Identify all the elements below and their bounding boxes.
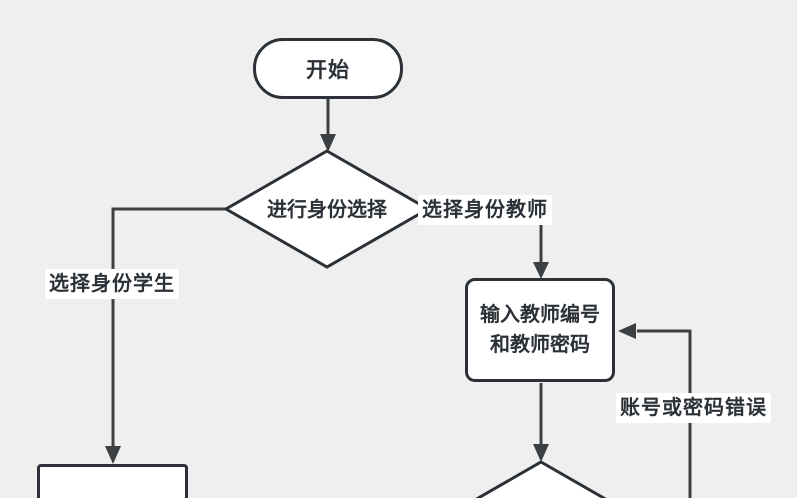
edge-label-error-loop: 账号或密码错误 — [616, 393, 771, 423]
node-student-box — [37, 464, 188, 498]
identity-decision-diamond — [222, 149, 432, 269]
edge-label-student-branch: 选择身份学生 — [45, 269, 179, 299]
node-teacher-credentials: 输入教师编号 和教师密码 — [465, 278, 615, 382]
node-identity-decision-label: 进行身份选择 — [267, 199, 387, 221]
node-teacher-credentials-line1: 输入教师编号 — [480, 304, 600, 326]
edge-error-loop — [637, 329, 692, 498]
node-start: 开始 — [253, 38, 403, 99]
arrowhead-into-verify-decision — [533, 444, 549, 462]
arrowhead-error-loop-into-teacher-box — [618, 323, 636, 339]
verify-decision-diamond — [475, 460, 607, 498]
node-start-label: 开始 — [306, 58, 350, 82]
arrowhead-into-student-box — [105, 446, 121, 464]
edge-identity-to-student-box — [111, 207, 226, 448]
arrowhead-into-identity-decision — [320, 134, 336, 152]
node-teacher-credentials-line2: 和教师密码 — [490, 334, 590, 356]
arrowhead-into-teacher-box — [533, 262, 549, 279]
edge-label-teacher-branch: 选择身份教师 — [418, 195, 552, 225]
